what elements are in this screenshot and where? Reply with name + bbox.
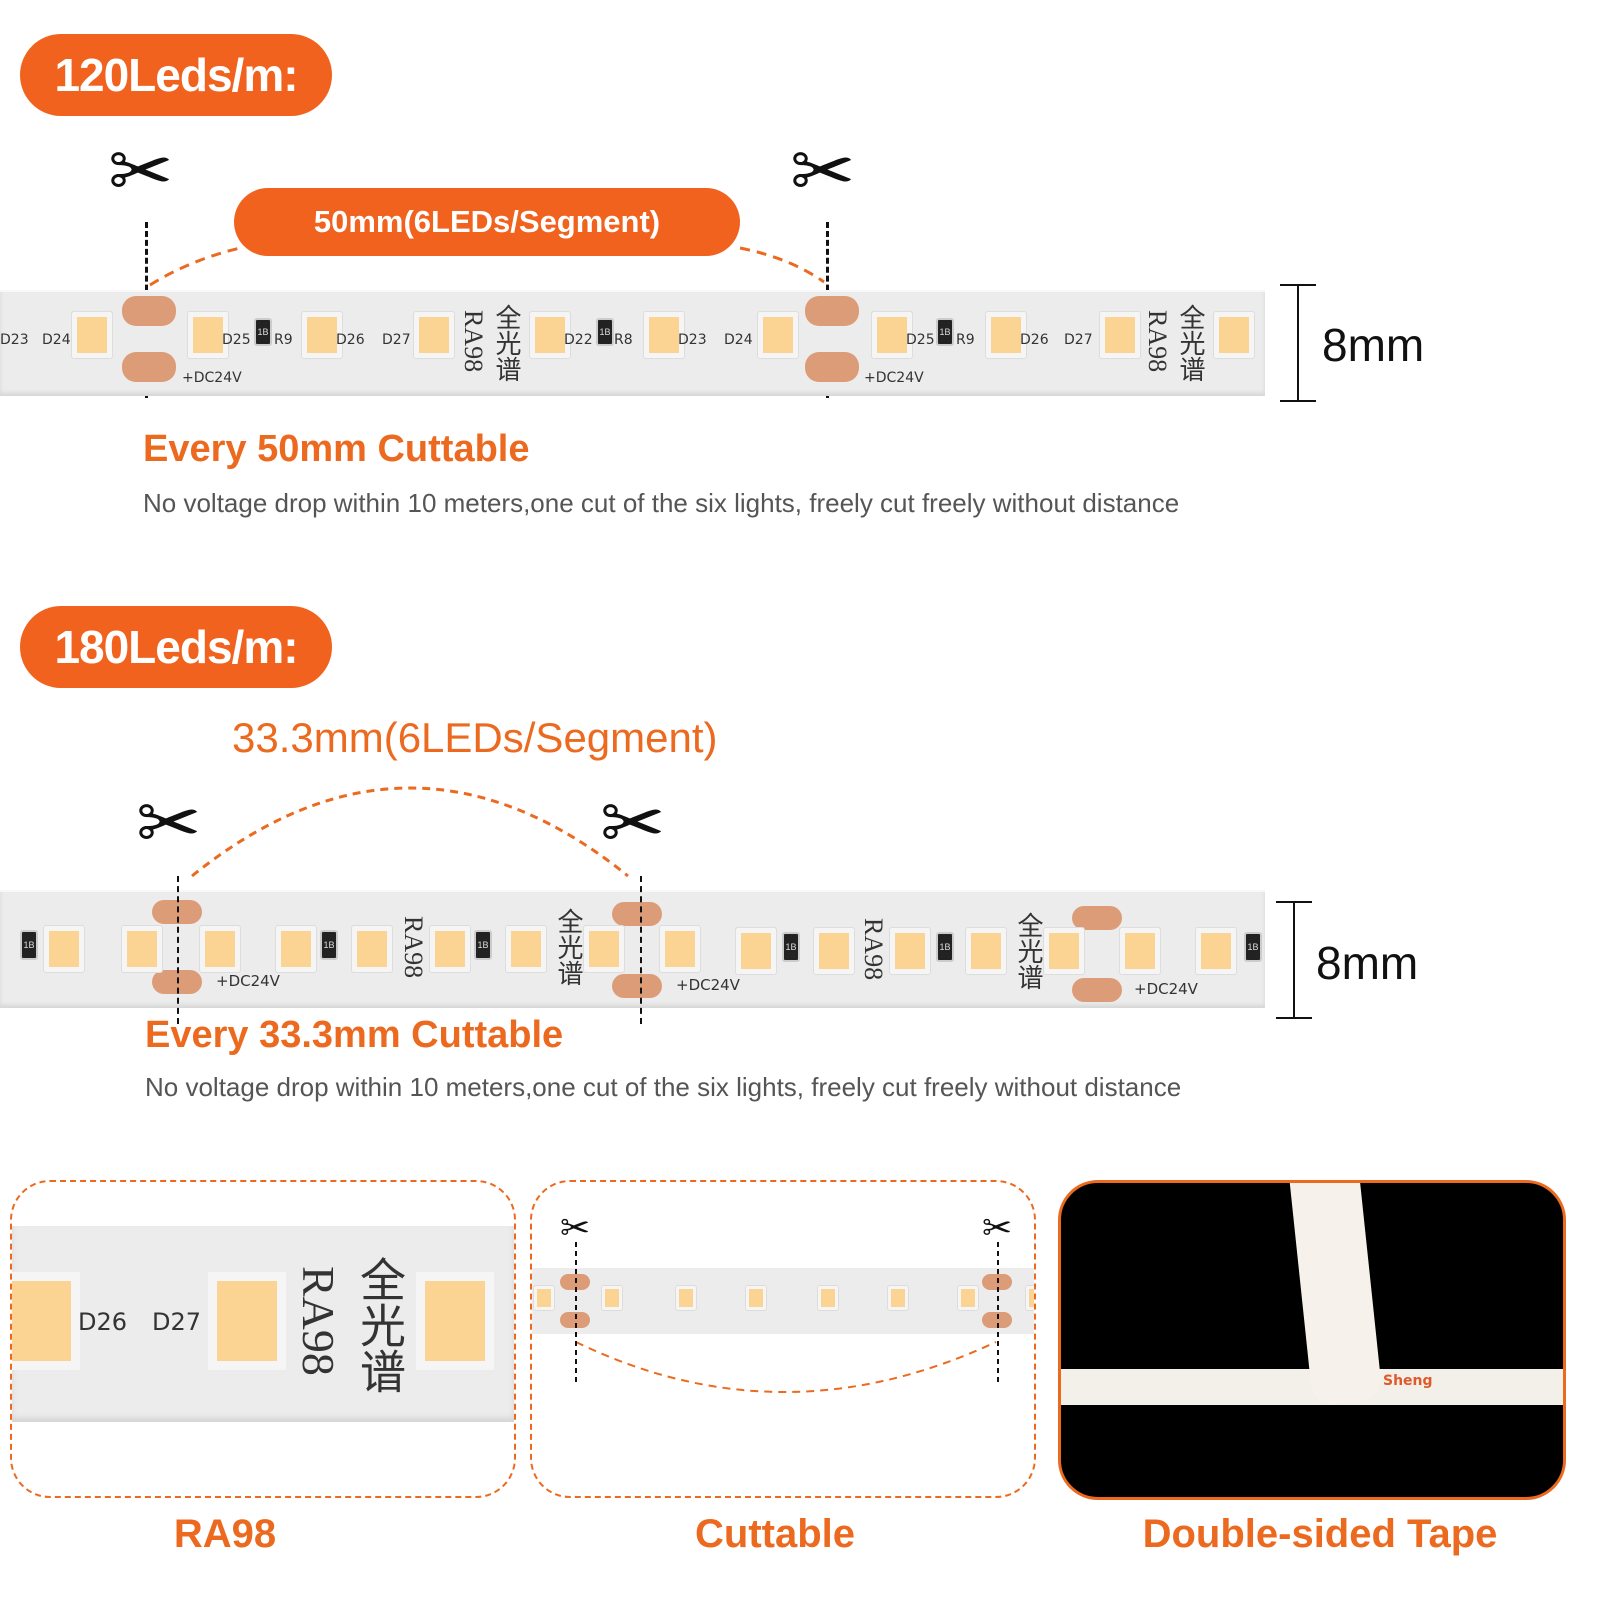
feature-tape-box: Sheng (1058, 1180, 1566, 1500)
scissors-icon: ✂ (982, 1207, 1013, 1248)
scissors-icon: ✂ (790, 127, 856, 215)
segment-length-label: 33.3mm(6LEDs/Segment) (232, 714, 718, 761)
feature-ra98-box: D26 D27 RA98 全光谱 (10, 1180, 516, 1498)
density-badge-120: 120Leds/m: (20, 34, 332, 116)
feature-caption-tape: Double-sided Tape (1142, 1512, 1498, 1556)
led-strip-120: 1B 1B 1B D23 D24 D25 R9 D26 D27 D22 R8 D… (0, 290, 1265, 396)
scissors-icon: ✂ (136, 779, 202, 867)
strip-width-label: 8mm (1322, 319, 1425, 371)
cuttable-headline: Every 50mm Cuttable (143, 428, 530, 470)
width-dimension (1276, 901, 1312, 1019)
scissors-icon: ✂ (108, 127, 174, 215)
feature-cuttable-box: ✂ ✂ (530, 1180, 1036, 1498)
feature-caption-cuttable: Cuttable (695, 1512, 855, 1556)
scissors-icon: ✂ (560, 1207, 591, 1248)
cuttable-headline: Every 33.3mm Cuttable (145, 1014, 564, 1056)
width-dimension (1280, 284, 1316, 402)
cuttable-description: No voltage drop within 10 meters,one cut… (145, 1072, 1182, 1102)
segment-arc (191, 786, 629, 878)
segment-arc (575, 1242, 999, 1393)
scissors-icon: ✂ (600, 779, 666, 867)
cut-line (640, 876, 642, 1024)
strip-width-label: 8mm (1316, 937, 1419, 989)
cuttable-description: No voltage drop within 10 meters,one cut… (143, 488, 1180, 518)
segment-arc (149, 246, 825, 287)
density-badge-180: 180Leds/m: (20, 606, 332, 688)
led-strip-180: 1B 1B 1B 1B 1B 1B +DC24V +DC24V +DC24V R… (0, 890, 1265, 1008)
segment-length-label: 50mm(6LEDs/Segment) (234, 188, 740, 256)
feature-caption-ra98: RA98 (173, 1512, 277, 1556)
cut-line (177, 876, 179, 1024)
